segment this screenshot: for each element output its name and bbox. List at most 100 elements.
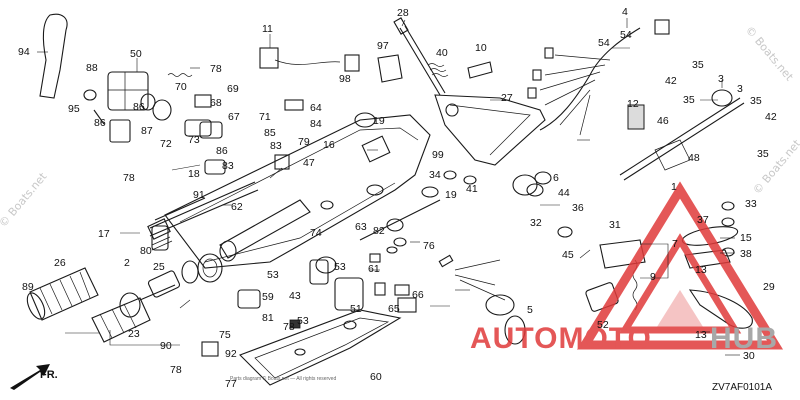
callout-53-c: 53 [297, 315, 309, 327]
callout-29: 29 [763, 281, 775, 293]
callout-labels: 94 50 88 78 69 70 68 95 86 86 87 72 67 7… [18, 6, 777, 390]
callout-78-c: 78 [170, 364, 182, 376]
brand-overlay: AUTOMOTO HUB [470, 181, 784, 355]
watermark-right: © Boats.net [750, 137, 800, 197]
callout-83-a: 83 [222, 160, 234, 172]
callout-59: 59 [262, 291, 274, 303]
callout-88: 88 [86, 62, 98, 74]
stop-switch-assembly [619, 89, 745, 181]
plug-5 [454, 259, 526, 345]
callout-9: 9 [650, 271, 656, 283]
callout-10: 10 [475, 42, 487, 54]
handle-mechanism-left [39, 13, 212, 143]
callout-79: 79 [298, 136, 310, 148]
small-hardware [199, 47, 573, 357]
callout-86-b: 86 [94, 117, 106, 129]
callout-2: 2 [124, 257, 130, 269]
footer-note: Parts diagram © Boats.net — All rights r… [230, 375, 336, 382]
callout-36: 36 [572, 202, 584, 214]
bolt-28 [393, 17, 446, 96]
callout-60: 60 [370, 371, 382, 383]
callout-19-a: 19 [373, 115, 385, 127]
callout-42-b: 42 [765, 111, 777, 123]
callout-27: 27 [501, 92, 513, 104]
callout-35-b: 35 [683, 94, 695, 106]
callout-87: 87 [141, 125, 153, 137]
callout-42-a: 42 [665, 75, 677, 87]
throttle-rod [147, 197, 206, 251]
callout-35-d: 35 [757, 148, 769, 160]
callout-30: 30 [743, 350, 755, 362]
front-direction-indicator: FR. [10, 364, 58, 390]
callout-53-a: 53 [267, 269, 279, 281]
callout-45: 45 [562, 249, 574, 261]
callout-64: 64 [310, 102, 322, 114]
brand-triangle-inner [618, 233, 742, 334]
callout-63: 63 [355, 221, 367, 233]
callout-47: 47 [303, 157, 315, 169]
callout-98: 98 [339, 73, 351, 85]
callout-37: 37 [697, 214, 709, 226]
callout-95: 95 [68, 103, 80, 115]
callout-81: 81 [262, 312, 274, 324]
callout-32: 32 [530, 217, 542, 229]
callout-85: 85 [264, 127, 276, 139]
callout-70: 70 [175, 81, 187, 93]
throttle-grip [26, 267, 99, 321]
throttle-grip-sleeve [91, 292, 151, 343]
callout-80: 80 [140, 245, 152, 257]
callout-23: 23 [128, 328, 140, 340]
callout-44: 44 [558, 187, 570, 199]
callout-73: 73 [188, 134, 200, 146]
callout-78: 78 [210, 63, 222, 75]
brand-text-hub: HUB [710, 322, 778, 355]
callout-31: 31 [609, 219, 621, 231]
callout-3-a: 3 [718, 73, 724, 85]
callout-89: 89 [22, 281, 34, 293]
callout-76: 76 [423, 240, 435, 252]
callout-16: 16 [323, 139, 335, 151]
callout-68: 68 [210, 97, 222, 109]
callout-12: 12 [627, 98, 639, 110]
tiller-handle-arm [164, 114, 431, 269]
callout-18: 18 [188, 168, 200, 180]
callout-71: 71 [259, 111, 271, 123]
shaft-assembly-82 [359, 199, 441, 241]
callout-99: 99 [432, 149, 444, 161]
callout-19-b: 19 [445, 189, 457, 201]
callout-17: 17 [98, 228, 110, 240]
callout-52: 52 [597, 319, 609, 331]
front-arrow-icon [10, 364, 50, 390]
callout-34: 34 [429, 169, 441, 181]
callout-66: 66 [412, 289, 424, 301]
callout-69: 69 [227, 83, 239, 95]
wire-harness [527, 19, 670, 136]
callout-26: 26 [54, 257, 66, 269]
callout-84: 84 [310, 118, 322, 130]
callout-78-b: 78 [123, 172, 135, 184]
callout-50: 50 [130, 48, 142, 60]
callout-5: 5 [527, 304, 533, 316]
clip-10 [467, 61, 493, 79]
callout-35-c: 35 [750, 95, 762, 107]
callout-35-a: 35 [692, 59, 704, 71]
callout-6: 6 [553, 172, 559, 184]
callout-48: 48 [688, 152, 700, 164]
callout-54-a: 54 [598, 37, 610, 49]
callout-92: 92 [225, 348, 237, 360]
callout-86-c: 86 [216, 145, 228, 157]
tiller-bracket [239, 309, 402, 386]
callout-54-b: 54 [620, 29, 632, 41]
callout-82: 82 [373, 225, 385, 237]
callout-91: 91 [193, 189, 205, 201]
watermark-left: © Boats.net [0, 170, 50, 230]
callout-7: 7 [672, 238, 678, 250]
callout-65: 65 [388, 303, 400, 315]
callout-83-b: 83 [270, 140, 282, 152]
front-direction-label: FR. [40, 369, 58, 381]
callout-33: 33 [745, 198, 757, 210]
callout-13-b: 13 [695, 329, 707, 341]
callout-72: 72 [160, 138, 172, 150]
